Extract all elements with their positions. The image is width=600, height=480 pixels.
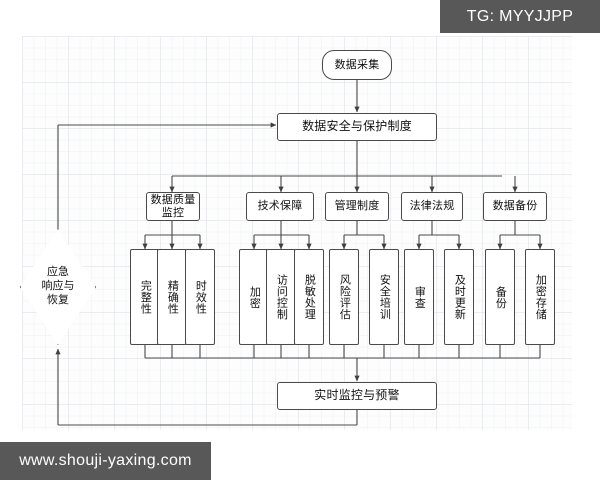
group-node-data-quality-label: 数据质量监控	[150, 194, 196, 219]
leaf-node-accuracy-label: 精确性	[166, 279, 179, 315]
group-node-laws-regulations[interactable]: 法律法规	[401, 192, 463, 221]
leaf-node-access-control[interactable]: 访问控制	[266, 249, 296, 345]
leaf-node-security-training-label: 安全培训	[378, 274, 391, 320]
diagram-canvas-grid	[22, 36, 572, 430]
node-emergency-response[interactable]: 应急 响应与 恢复	[20, 229, 96, 345]
node-emergency-response-label: 应急 响应与 恢复	[26, 229, 90, 345]
watermark-bottom-left: www.shouji-yaxing.com	[0, 442, 211, 480]
emergency-line-2: 响应与	[41, 280, 75, 293]
node-data-collection[interactable]: 数据采集	[322, 50, 392, 80]
group-node-data-quality[interactable]: 数据质量监控	[146, 192, 200, 221]
node-realtime-monitoring-label: 实时监控与预警	[314, 388, 400, 403]
watermark-top-right: TG: MYYJJPP	[440, 0, 600, 33]
leaf-node-integrity[interactable]: 完整性	[130, 249, 160, 345]
node-data-collection-label: 数据采集	[334, 58, 380, 71]
group-node-management-system[interactable]: 管理制度	[325, 192, 389, 221]
emergency-line-1: 应急	[47, 266, 69, 279]
leaf-node-desensitization[interactable]: 脱敏处理	[294, 249, 324, 345]
leaf-node-access-control-label: 访问控制	[275, 274, 288, 320]
leaf-node-encryption-label: 加密	[248, 285, 261, 309]
watermark-bottom-left-text: www.shouji-yaxing.com	[19, 452, 192, 469]
leaf-node-risk-assessment[interactable]: 风险评估	[329, 249, 359, 345]
leaf-node-review[interactable]: 审查	[404, 249, 434, 345]
leaf-node-risk-assessment-label: 风险评估	[338, 274, 351, 320]
leaf-node-timely-update-label: 及时更新	[453, 274, 466, 320]
leaf-node-security-training[interactable]: 安全培训	[369, 249, 399, 345]
leaf-node-backup-label: 备份	[494, 285, 507, 309]
leaf-node-backup[interactable]: 备份	[485, 249, 515, 345]
node-data-security-policy-label: 数据安全与保护制度	[302, 119, 412, 134]
group-node-data-backup-label: 数据备份	[492, 200, 538, 213]
watermark-top-right-text: TG: MYYJJPP	[466, 7, 574, 25]
leaf-node-encryption[interactable]: 加密	[239, 249, 269, 345]
leaf-node-encrypted-storage-label: 加密存储	[534, 274, 547, 320]
leaf-node-timely-update[interactable]: 及时更新	[444, 249, 474, 345]
emergency-line-3: 恢复	[47, 293, 69, 306]
leaf-node-accuracy[interactable]: 精确性	[157, 249, 187, 345]
leaf-node-desensitization-label: 脱敏处理	[303, 274, 316, 320]
node-realtime-monitoring[interactable]: 实时监控与预警	[277, 382, 437, 410]
leaf-node-timeliness-label: 时效性	[194, 279, 207, 315]
group-node-tech-guarantee-label: 技术保障	[257, 200, 303, 213]
leaf-node-timeliness[interactable]: 时效性	[185, 249, 215, 345]
leaf-node-review-label: 审查	[413, 285, 426, 309]
leaf-node-encrypted-storage[interactable]: 加密存储	[525, 249, 555, 345]
node-data-security-policy[interactable]: 数据安全与保护制度	[277, 113, 437, 141]
group-node-management-system-label: 管理制度	[334, 200, 380, 213]
group-node-data-backup[interactable]: 数据备份	[483, 192, 547, 221]
leaf-node-integrity-label: 完整性	[139, 279, 152, 315]
group-node-tech-guarantee[interactable]: 技术保障	[246, 192, 314, 221]
group-node-laws-regulations-label: 法律法规	[409, 200, 455, 213]
